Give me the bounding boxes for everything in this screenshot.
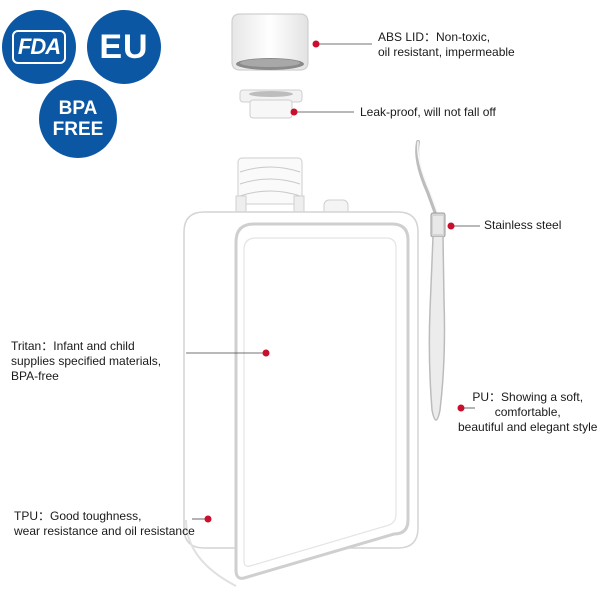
- eu-label: EU: [99, 27, 149, 66]
- callout-tpu-line2: wear resistance and oil resistance: [14, 524, 195, 538]
- callout-tritan-line1: Tritan：Infant and child: [11, 339, 135, 353]
- callout-pu-line2: comfortable,: [494, 405, 561, 419]
- bottle-neck-icon: [235, 157, 349, 219]
- fda-badge: FDA: [2, 10, 76, 84]
- callout-abs-lid-line2: oil resistant, impermeable: [378, 45, 515, 59]
- callout-leak-proof: Leak-proof, will not fall off: [360, 105, 496, 120]
- fda-label: FDA: [11, 30, 67, 64]
- callout-leaders: [186, 40, 480, 523]
- callout-pu-line1: PU：Showing a soft,: [472, 390, 584, 404]
- callout-abs-lid-line1: ABS LID：Non-toxic,: [378, 30, 491, 44]
- bpa-free-badge: BPA FREE: [39, 80, 117, 158]
- callout-stainless-steel: Stainless steel: [484, 218, 561, 233]
- callout-tpu: TPU：Good toughness, wear resistance and …: [14, 509, 195, 539]
- abs-lid-icon: [231, 13, 309, 71]
- callout-pu: PU：Showing a soft, comfortable, beautifu…: [458, 390, 597, 435]
- eu-badge: EU: [87, 10, 161, 84]
- callout-pu-line3: beautiful and elegant style: [458, 420, 598, 434]
- callout-tritan-line2: supplies specified materials,: [11, 354, 162, 368]
- bpa-label: BPA: [58, 98, 98, 119]
- bottle-body-icon: [183, 211, 419, 587]
- free-label: FREE: [52, 119, 104, 140]
- callout-tritan: Tritan：Infant and child supplies specifi…: [11, 339, 161, 384]
- callout-stainless-steel-text: Stainless steel: [484, 218, 562, 232]
- callout-tpu-line1: TPU：Good toughness,: [14, 509, 142, 523]
- callout-leak-proof-text: Leak-proof, will not fall off: [360, 105, 496, 119]
- seal-plug-icon: [239, 89, 303, 119]
- lanyard-strap-icon: [415, 140, 446, 421]
- callout-abs-lid: ABS LID：Non-toxic, oil resistant, imperm…: [378, 30, 515, 60]
- callout-tritan-line3: BPA-free: [11, 369, 59, 383]
